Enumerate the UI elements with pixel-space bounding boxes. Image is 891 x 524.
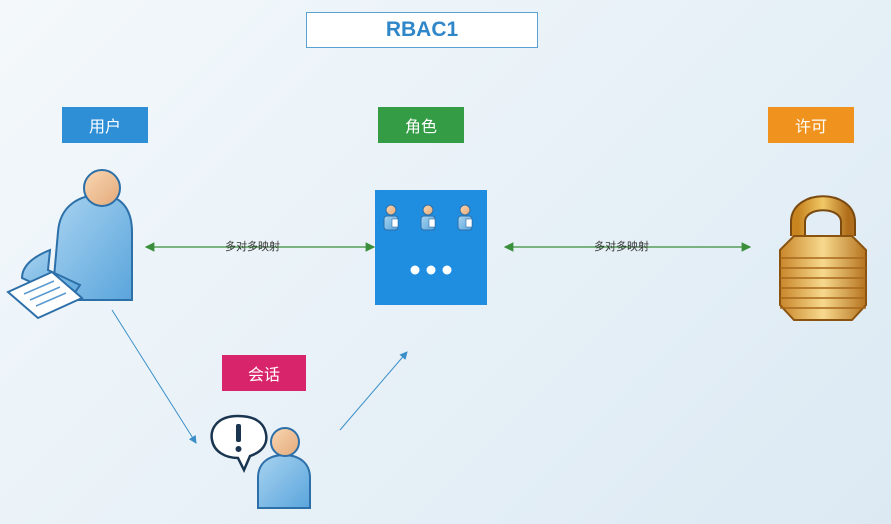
user-figure-icon xyxy=(6,169,133,320)
speech-bubble-icon xyxy=(210,414,268,473)
role-group-icon xyxy=(375,190,487,305)
session-figure-icon xyxy=(257,427,311,509)
diagram-title: RBAC1 xyxy=(306,12,538,48)
user-label: 用户 xyxy=(62,107,148,143)
lock-icon xyxy=(779,195,867,321)
user-role-mapping-label: 多对多映射 xyxy=(225,240,280,253)
user-session-arrow xyxy=(111,309,197,444)
session-role-arrow xyxy=(339,351,408,431)
permission-label: 许可 xyxy=(768,107,854,143)
role-label: 角色 xyxy=(378,107,464,143)
role-permission-mapping-label: 多对多映射 xyxy=(594,240,649,253)
session-label: 会话 xyxy=(222,355,306,391)
